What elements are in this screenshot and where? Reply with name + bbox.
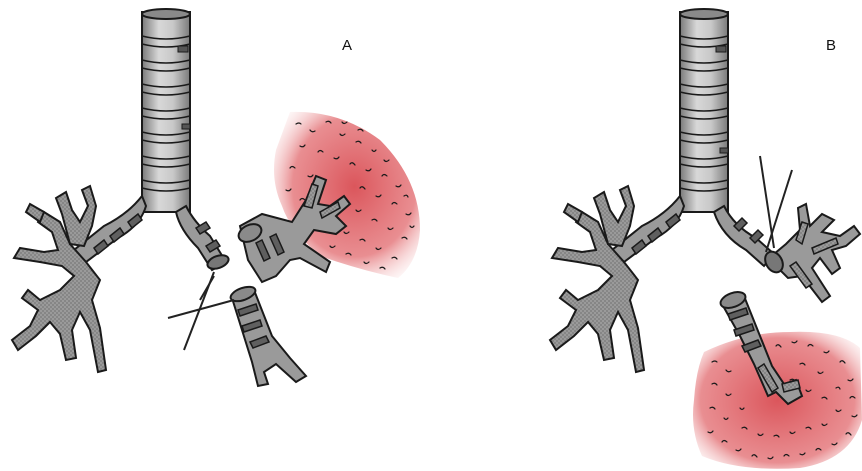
trachea-a: [142, 9, 190, 212]
right-bronchial-tree-a: [12, 186, 106, 372]
right-bronchial-tree-b: [550, 186, 644, 372]
resected-lung-tissue-b: [693, 332, 862, 469]
left-distal-bronchus-a: [229, 284, 306, 386]
panel-label-a: A: [342, 37, 352, 54]
trachea-b: [680, 9, 728, 212]
suture-a: [168, 272, 234, 350]
suture-b: [760, 156, 792, 252]
panel-b: B: [550, 9, 862, 469]
panel-a: A: [12, 9, 420, 386]
panel-label-b: B: [826, 37, 836, 54]
